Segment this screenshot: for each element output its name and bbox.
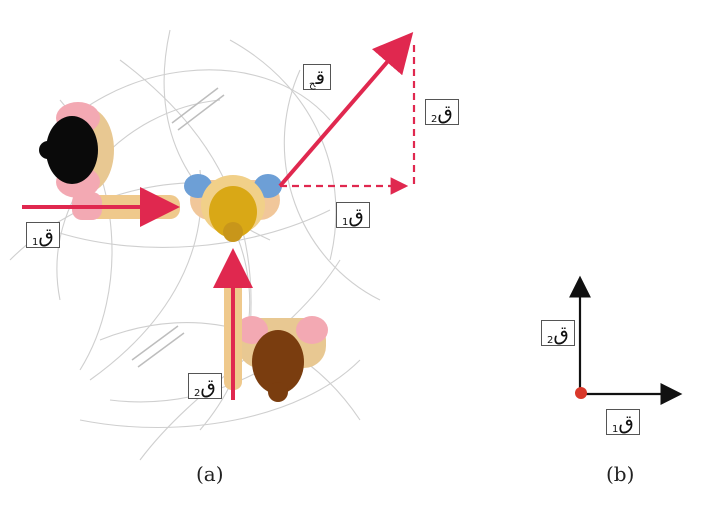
label-f1-dashed: ق1	[336, 202, 370, 228]
person-bottom	[224, 270, 328, 402]
label-f1-b: ق1	[606, 409, 640, 435]
label-resultant: قح	[303, 64, 332, 90]
label-f1-a: ق1	[26, 222, 60, 248]
point-object	[575, 387, 587, 399]
caption-b: (b)	[606, 462, 635, 486]
resultant-arrow	[278, 31, 414, 188]
person-center	[184, 174, 282, 242]
label-f2-dashed: ق2	[425, 99, 459, 125]
label-f2-b: ق2	[541, 320, 575, 346]
caption-a: (a)	[196, 462, 224, 486]
sketch-marks	[131, 87, 225, 368]
label-f2-a: ق2	[188, 373, 222, 399]
person-left	[39, 102, 180, 220]
